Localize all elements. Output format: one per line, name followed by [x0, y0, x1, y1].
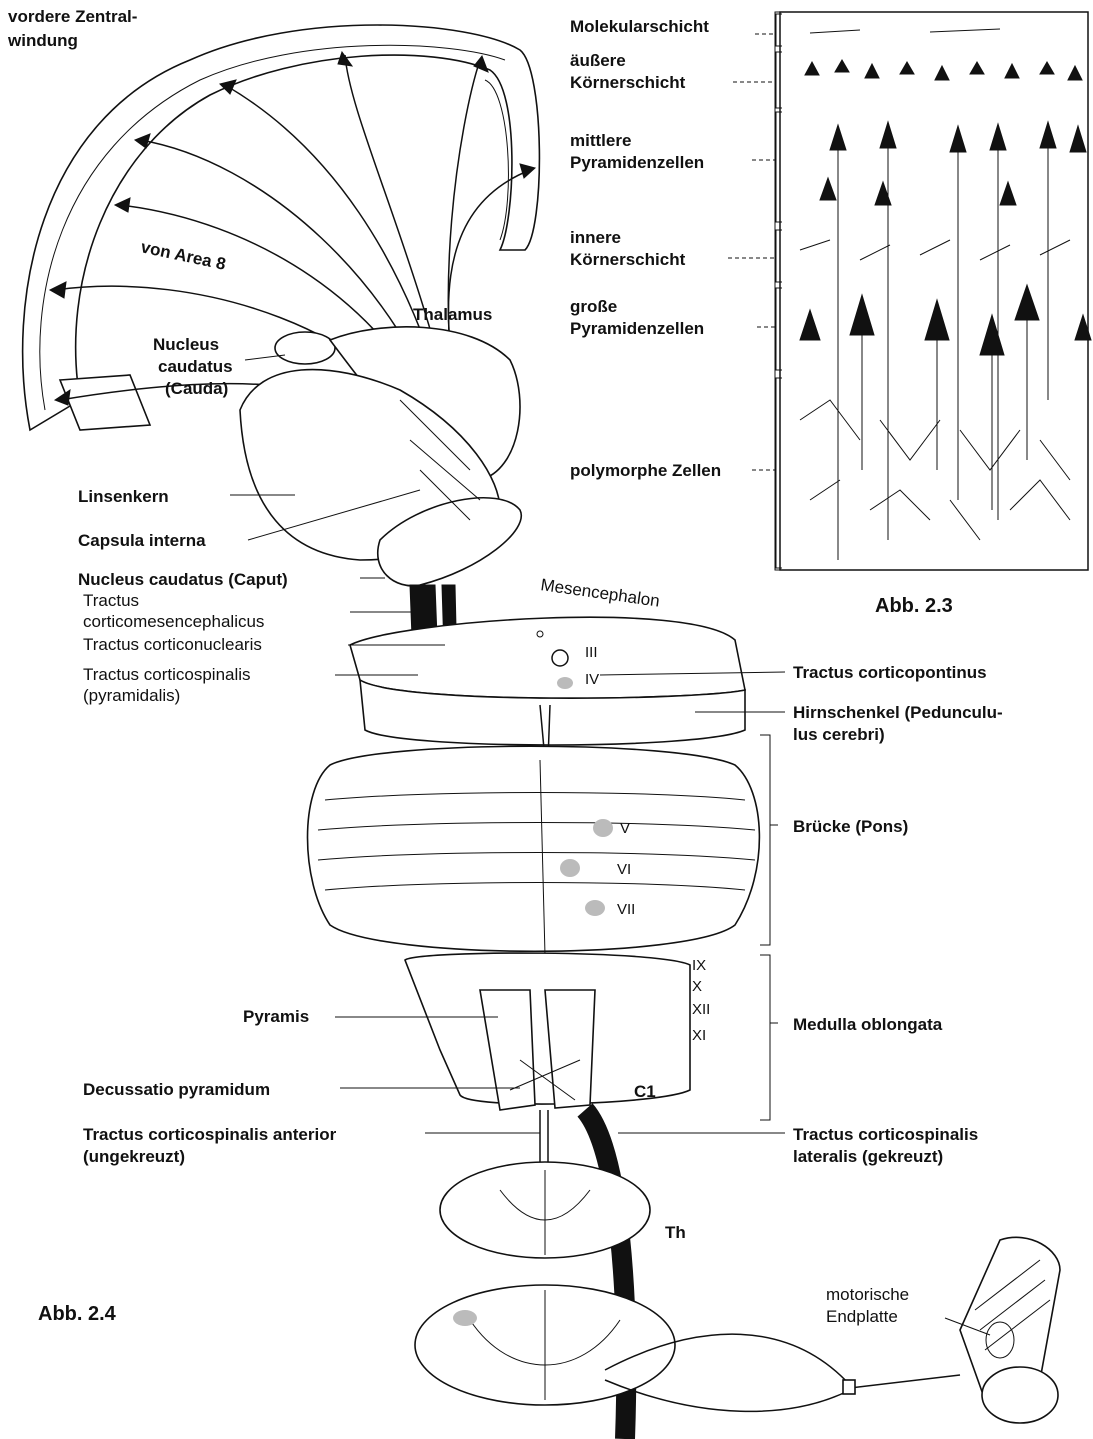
label-peduncle-2: lus cerebri) — [793, 725, 885, 744]
label-th: Th — [665, 1223, 686, 1242]
layer-3-label-1: mittlere — [570, 131, 631, 150]
spinal-section-cervical — [415, 1285, 675, 1405]
layer-2-label-1: äußere — [570, 51, 626, 70]
layer-1-label-1: Molekularschicht — [570, 17, 709, 36]
nerve-XII: XII — [692, 1001, 710, 1018]
label-peduncle-1: Hirnschenkel (Pedunculu- — [793, 703, 1003, 722]
label-anterior-tract-1: Tractus corticospinalis anterior — [83, 1125, 337, 1144]
layer-5-label-1: große — [570, 297, 617, 316]
layer-3-label-2: Pyramidenzellen — [570, 153, 704, 172]
label-precentral-gyrus-1: vordere Zentral- — [8, 7, 137, 26]
nerve-IX: IX — [692, 957, 706, 974]
cortex-layers-panel — [728, 12, 1091, 570]
label-corticospinal-1: Tractus corticospinalis — [83, 665, 251, 684]
label-lentiform: Linsenkern — [78, 487, 169, 506]
layer-leader-lines — [728, 34, 775, 470]
label-medulla: Medulla oblongata — [793, 1015, 943, 1034]
label-corticospinal-2: (pyramidalis) — [83, 686, 180, 705]
label-lateral-tract-2: lateralis (gekreuzt) — [793, 1147, 943, 1166]
mesencephalon-drawing — [350, 617, 745, 760]
label-area-8: von Area 8 — [139, 237, 227, 274]
label-mesencephalic-tract-1: Tractus — [83, 591, 139, 610]
label-thalamus: Thalamus — [413, 305, 492, 324]
layer-6-label-1: polymorphe Zellen — [570, 461, 721, 480]
label-corticopontine: Tractus corticopontinus — [793, 663, 987, 682]
nerve-VII: VII — [617, 901, 635, 918]
muscle-fiber — [960, 1237, 1060, 1423]
nerve-XI: XI — [692, 1027, 706, 1044]
basal-ganglia-drawing — [240, 327, 521, 586]
spinal-section-thoracic — [440, 1162, 650, 1258]
pons-drawing — [308, 746, 760, 955]
layer-4-label-1: innere — [570, 228, 621, 247]
label-caudate-tail-1: Nucleus — [153, 335, 219, 354]
nerve-III: III — [585, 644, 598, 661]
region-brackets — [760, 735, 778, 1120]
label-caudate-tail-2: caudatus — [158, 357, 233, 376]
layer-2-label-2: Körnerschicht — [570, 73, 686, 92]
label-corticonuclear: Tractus corticonuclearis — [83, 635, 262, 654]
label-precentral-gyrus-2: windung — [7, 31, 78, 50]
medulla-drawing — [405, 953, 690, 1180]
label-caudate-head: Nucleus caudatus (Caput) — [78, 570, 288, 589]
caption-abb-2-3: Abb. 2.3 — [875, 595, 953, 617]
label-mesencephalic-tract-2: corticomesencephalicus — [83, 612, 264, 631]
label-mesencephalon: Mesencephalon — [539, 575, 661, 611]
label-pyramis: Pyramis — [243, 1007, 309, 1026]
label-c1: C1 — [634, 1082, 656, 1101]
label-pons: Brücke (Pons) — [793, 817, 908, 836]
label-caudate-tail-3: (Cauda) — [165, 379, 228, 398]
label-endplate-2: Endplatte — [826, 1307, 898, 1326]
nerve-IV: IV — [585, 671, 599, 688]
label-lateral-tract-1: Tractus corticospinalis — [793, 1125, 978, 1144]
label-anterior-tract-2: (ungekreuzt) — [83, 1147, 185, 1166]
label-endplate-1: motorische — [826, 1285, 909, 1304]
label-decussation: Decussatio pyramidum — [83, 1080, 270, 1099]
nerve-VI: VI — [617, 861, 631, 878]
layer-4-label-2: Körnerschicht — [570, 250, 686, 269]
nerve-V: V — [620, 820, 630, 837]
label-internal-capsule: Capsula interna — [78, 531, 206, 550]
nerve-X: X — [692, 978, 702, 995]
caption-abb-2-4: Abb. 2.4 — [38, 1303, 117, 1325]
layer-5-label-2: Pyramidenzellen — [570, 319, 704, 338]
